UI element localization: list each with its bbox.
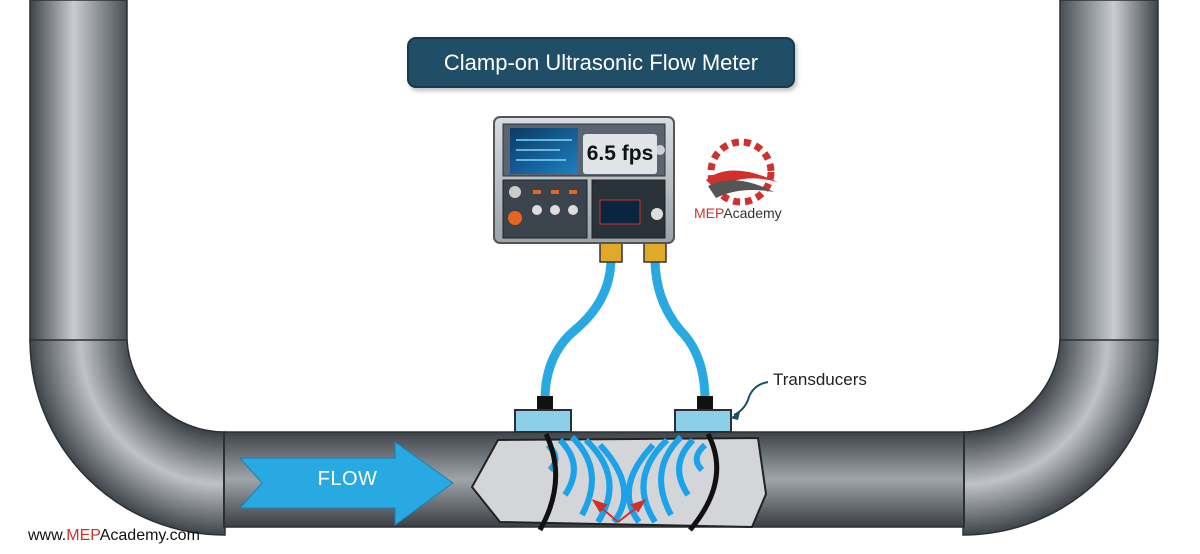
brand-prefix: MEP bbox=[694, 205, 724, 221]
cable-boot-left bbox=[537, 396, 553, 412]
transducer-right bbox=[674, 409, 732, 433]
ultrasonic-waves-right bbox=[625, 434, 708, 524]
ultrasonic-waves-left bbox=[545, 434, 628, 524]
left-vertical-pipe bbox=[29, 0, 128, 343]
transducer-leader-arrowhead bbox=[730, 412, 740, 420]
cable-boot-right bbox=[697, 396, 713, 412]
pipe-cutaway bbox=[470, 436, 768, 529]
flow-label: FLOW bbox=[317, 468, 378, 490]
footer-suffix: Academy.com bbox=[99, 527, 200, 544]
diagram-title: Clamp-on Ultrasonic Flow Meter bbox=[407, 37, 795, 88]
footer-prefix: www. bbox=[28, 527, 67, 544]
clamp-strap-right bbox=[688, 432, 720, 532]
cable-left bbox=[540, 253, 616, 405]
flow-meter-device bbox=[493, 116, 675, 244]
footer-url: www.MEPAcademy.com bbox=[28, 527, 200, 545]
meter-reading: 6.5 fps bbox=[583, 134, 657, 174]
left-elbow bbox=[29, 339, 226, 536]
brand-name: MEPAcademy bbox=[694, 205, 782, 221]
transducers-label: Transducers bbox=[773, 370, 867, 389]
transducer-leader-line bbox=[733, 381, 769, 416]
right-elbow bbox=[962, 339, 1159, 536]
flow-arrow bbox=[238, 441, 454, 526]
brand-suffix: Academy bbox=[723, 205, 782, 221]
reflection-arrows bbox=[591, 499, 647, 523]
mep-academy-logo bbox=[706, 138, 778, 206]
clamp-strap-left bbox=[537, 432, 559, 532]
cable-right bbox=[650, 253, 710, 405]
transducer-left bbox=[514, 409, 572, 433]
footer-accent: MEP bbox=[66, 527, 100, 544]
right-vertical-pipe bbox=[1059, 0, 1159, 343]
